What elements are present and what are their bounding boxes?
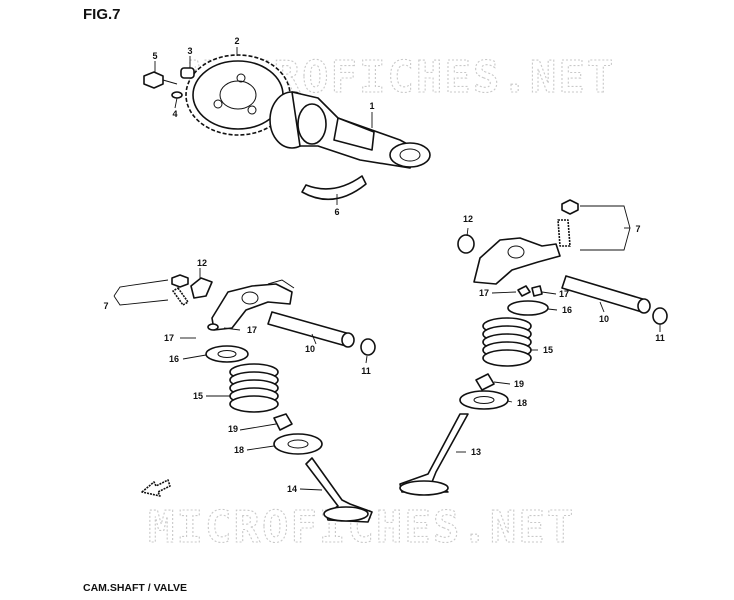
- callout-2-12: 12: [197, 258, 207, 268]
- part-left-adjust-screw: [171, 274, 189, 306]
- part-camshaft: [269, 91, 431, 169]
- part-right-valve-spring: [482, 317, 532, 367]
- part-right-adjust-screw: [557, 199, 579, 247]
- callout-2-15: 15: [193, 391, 203, 401]
- callout-1-3: 3: [187, 46, 192, 56]
- part-right-cotters: [517, 285, 543, 297]
- part-right-rocker-arm: [473, 237, 561, 285]
- part-right-oring: [652, 307, 668, 325]
- callout-3-10: 10: [599, 314, 609, 324]
- callout-2-10: 10: [305, 344, 315, 354]
- callout-1-4: 4: [172, 109, 177, 119]
- figure-title: FIG.7: [83, 6, 121, 23]
- callout-3-7: 7: [635, 224, 640, 234]
- part-left-stem-seal: [273, 413, 293, 431]
- callout-3-17a: 17: [479, 288, 489, 298]
- callout-2-16: 16: [169, 354, 179, 364]
- callout-3-13: 13: [471, 447, 481, 457]
- part-right-stem-seal: [475, 373, 495, 391]
- part-right-cap: [457, 234, 475, 254]
- callout-3-19: 19: [514, 379, 524, 389]
- callout-3-16: 16: [562, 305, 572, 315]
- part-right-rocker-shaft: [561, 275, 651, 314]
- callout-1-6: 6: [334, 207, 339, 217]
- part-left-valve-spring: [229, 363, 279, 413]
- part-right-spring-seat-upper: [507, 300, 549, 316]
- callout-2-17a: 17: [164, 333, 174, 343]
- part-left-spring-seat-upper: [205, 345, 249, 363]
- callout-3-17b: 17: [559, 289, 569, 299]
- callout-2-19: 19: [228, 424, 238, 434]
- figure-caption: CAM.SHAFT / VALVE: [83, 582, 188, 594]
- part-dowel-pin: [180, 67, 195, 79]
- callout-2-17b: 17: [247, 325, 257, 335]
- part-sprocket-bolt: [143, 71, 178, 89]
- part-left-valve: [305, 457, 373, 523]
- part-left-spring-seat-lower: [273, 433, 323, 455]
- part-right-valve: [399, 413, 469, 496]
- callout-3-12: 12: [463, 214, 473, 224]
- callout-2-14: 14: [287, 484, 297, 494]
- front-arrow-icon: [141, 479, 171, 497]
- part-cam-plate: [301, 175, 367, 201]
- callout-1-1: 1: [369, 101, 374, 111]
- part-left-cap: [190, 277, 213, 299]
- part-washer: [171, 91, 183, 99]
- part-left-rocker-shaft: [267, 311, 355, 348]
- callout-3-18: 18: [517, 398, 527, 408]
- callout-1-2: 2: [234, 36, 239, 46]
- part-cam-sprocket: [185, 54, 291, 136]
- callout-2-7: 7: [103, 301, 108, 311]
- callout-3-11: 11: [655, 333, 665, 343]
- callout-2-11: 11: [361, 366, 371, 376]
- callout-1-5: 5: [152, 51, 157, 61]
- callout-3-15: 15: [543, 345, 553, 355]
- part-left-oring: [360, 338, 376, 356]
- part-right-spring-seat-lower: [459, 390, 509, 410]
- callout-2-18: 18: [234, 445, 244, 455]
- part-left-cotter: [207, 323, 219, 331]
